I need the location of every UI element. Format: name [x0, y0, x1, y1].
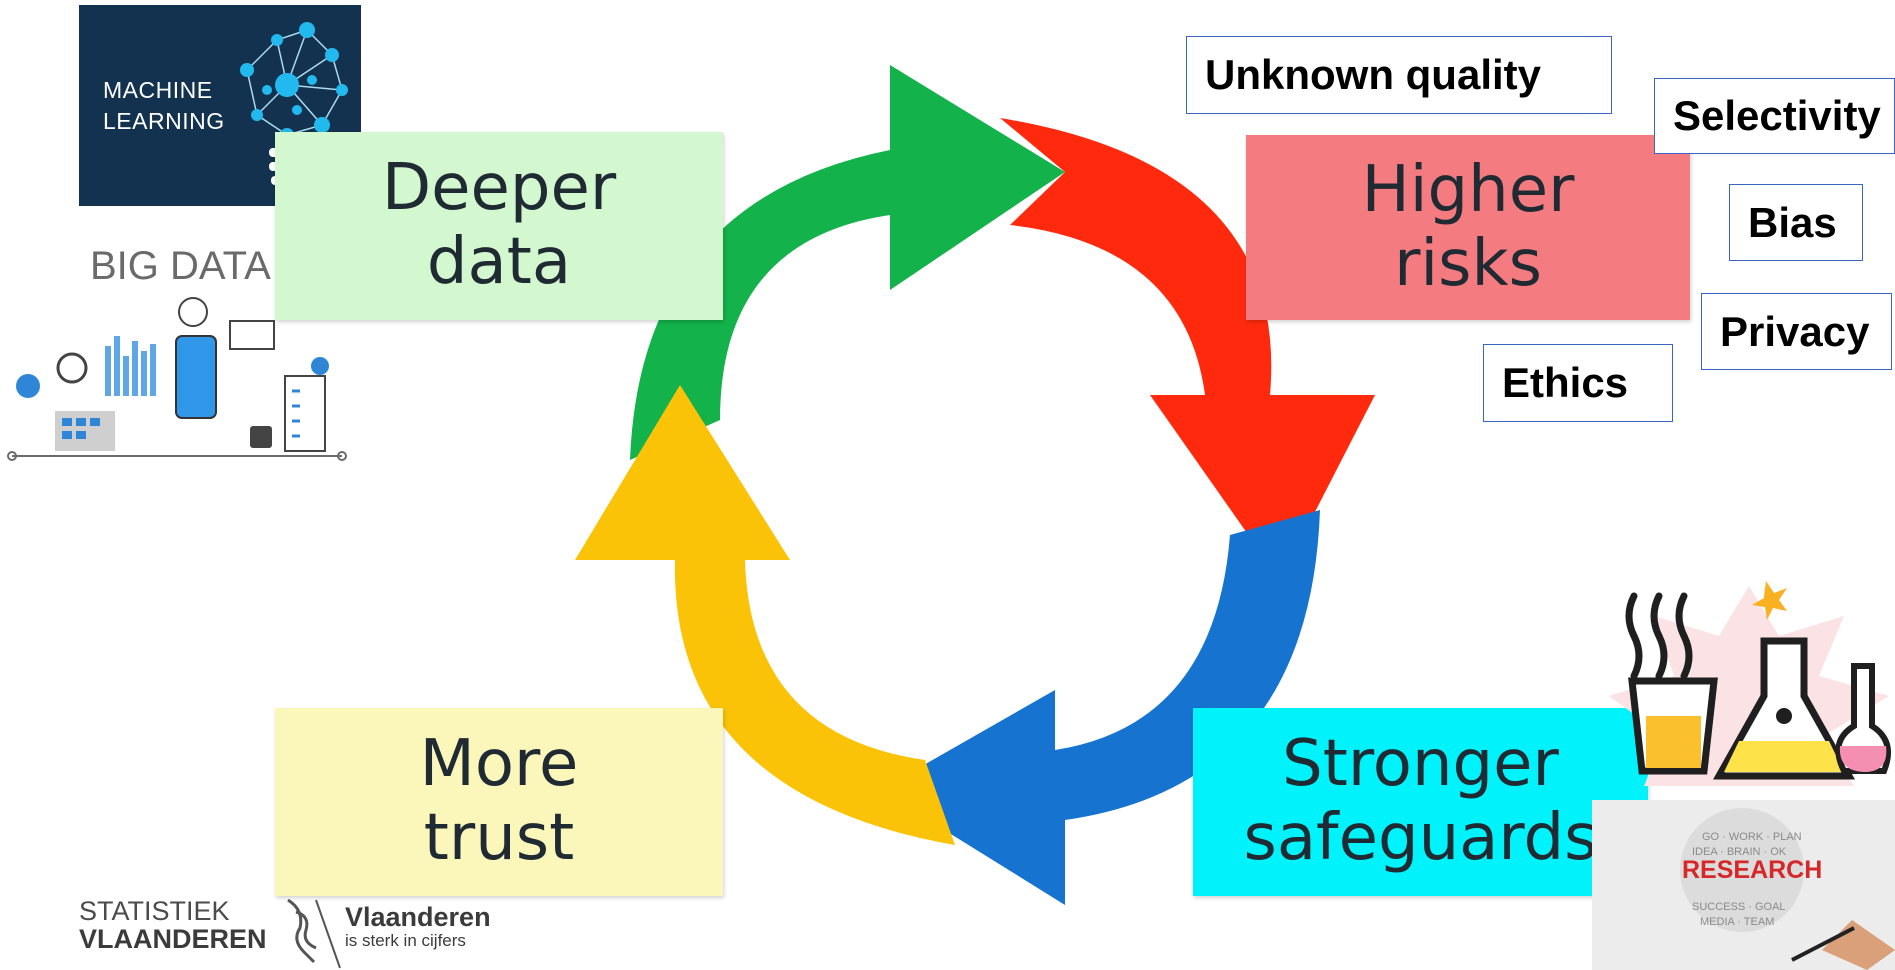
research-label: RESEARCH [1682, 856, 1823, 884]
deeper-data-box: Deeper data [275, 132, 723, 320]
svg-text:GO · WORK · PLAN: GO · WORK · PLAN [1702, 831, 1802, 843]
unknown-quality-tag: Unknown quality [1186, 36, 1612, 114]
vlaanderen-logo: Vlaanderen is sterk in cijfers [345, 904, 491, 951]
more-trust-box: More trust [275, 708, 723, 896]
stronger-safeguards-arrow [880, 510, 1320, 905]
higher-risks-label: Higher risks [1361, 152, 1575, 301]
privacy-tag: Privacy [1701, 293, 1892, 370]
bias-tag: Bias [1729, 184, 1863, 261]
higher-risks-arrow [1000, 118, 1375, 580]
stronger-safeguards-label: Stronger safeguards [1243, 727, 1598, 875]
more-trust-label: More trust [419, 727, 579, 875]
selectivity-tag: Selectivity [1654, 78, 1895, 154]
higher-risks-box: Higher risks [1246, 135, 1690, 320]
machine-learning-image: MACHINE LEARNING [79, 5, 361, 206]
machine-learning-label: MACHINE LEARNING [103, 77, 225, 134]
vlaanderen-text: VLAANDEREN [79, 924, 267, 954]
research-wordcloud-image: GO · WORK · PLAN IDEA · BRAIN · OK SUCCE… [1592, 800, 1895, 970]
flemish-lion-icon [287, 898, 341, 969]
big-data-illustration [7, 297, 347, 461]
svg-text:IDEA · BRAIN · OK: IDEA · BRAIN · OK [1692, 846, 1787, 858]
svg-text:MEDIA · TEAM: MEDIA · TEAM [1700, 916, 1774, 928]
vlaanderen-name: Vlaanderen [345, 902, 491, 932]
ethics-tag: Ethics [1483, 344, 1673, 422]
big-data-label: BIG DATA [90, 244, 271, 288]
lab-flasks-icon [1609, 581, 1891, 786]
vlaanderen-tagline: is sterk in cijfers [345, 931, 466, 950]
statistiek-text: STATISTIEK [79, 896, 230, 926]
deeper-data-label: Deeper data [381, 151, 617, 299]
research-wordcloud-illustration: GO · WORK · PLAN IDEA · BRAIN · OK SUCCE… [1680, 808, 1895, 970]
more-trust-arrow [575, 385, 955, 845]
stronger-safeguards-box: Stronger safeguards [1193, 708, 1648, 896]
deeper-data-arrow [630, 65, 1065, 460]
svg-text:SUCCESS · GOAL: SUCCESS · GOAL [1692, 901, 1786, 913]
statistiek-vlaanderen-logo: STATISTIEK VLAANDEREN [79, 897, 267, 953]
